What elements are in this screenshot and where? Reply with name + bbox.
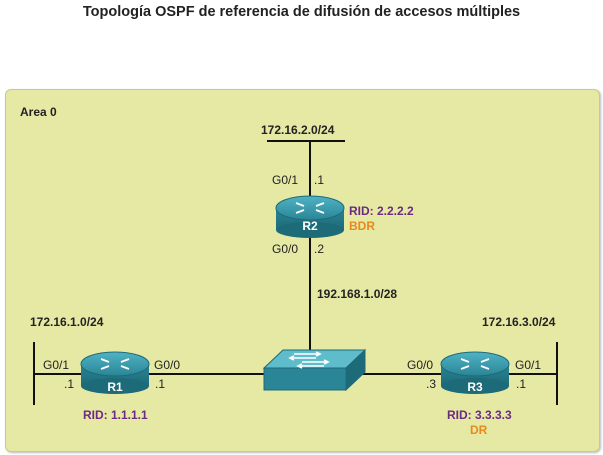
r3-if-left: G0/0 [407,358,433,372]
r1-if-left: G0/1 [43,358,69,372]
router-arrows-icon [295,202,325,214]
network-right-label: 172.16.3.0/24 [482,315,556,329]
diagram-title: Topología OSPF de referencia de difusión… [82,4,521,20]
r2-rid: RID: 2.2.2.2 [349,204,414,218]
router-arrows-icon [100,358,130,370]
router-r1[interactable]: R1 [80,351,150,394]
r1-rid: RID: 1.1.1.1 [83,408,148,422]
network-middle-label: 192.168.1.0/28 [317,287,397,301]
r3-role: DR [470,423,488,437]
r3-rid: RID: 3.3.3.3 [447,408,512,422]
router-r3[interactable]: R3 [440,351,510,394]
network-left-label: 172.16.1.0/24 [30,315,104,329]
router-r2[interactable]: R2 [275,195,345,238]
r2-if-bottom-addr: .2 [314,242,324,256]
router-r1-name: R1 [107,380,123,394]
r2-if-top-addr: .1 [314,173,324,187]
switch-icon[interactable] [262,348,367,392]
r1-if-right: G0/0 [154,358,180,372]
r3-if-right-addr: .1 [516,377,526,391]
area-label: Area 0 [20,105,57,119]
r2-role: BDR [349,219,375,233]
r2-if-bottom: G0/0 [272,242,298,256]
router-r3-name: R3 [467,380,483,394]
r2-if-top: G0/1 [272,173,298,187]
r3-if-right: G0/1 [515,358,541,372]
r3-if-left-addr: .3 [426,377,436,391]
router-arrows-icon [460,358,490,370]
network-top-label: 172.16.2.0/24 [261,123,335,137]
router-r2-name: R2 [302,219,318,233]
r1-if-right-addr: .1 [155,377,165,391]
r1-if-left-addr: .1 [64,377,74,391]
